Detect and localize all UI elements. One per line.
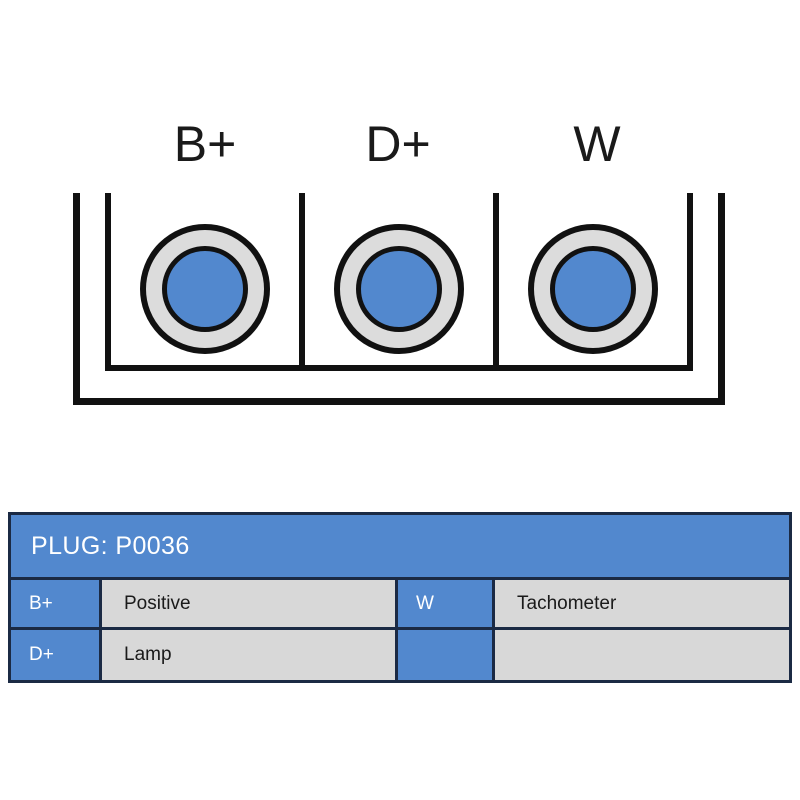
- terminal-core-b-plus: [162, 246, 248, 332]
- terminal-compartment-b-plus: [111, 193, 299, 365]
- legend-value-empty: [495, 630, 789, 680]
- legend-value-b-plus: Positive: [102, 580, 398, 627]
- legend-value-w: Tachometer: [495, 580, 789, 627]
- terminal-ring-d-plus: [334, 224, 464, 354]
- pin-label-w: W: [573, 116, 621, 172]
- terminal-compartment-w: [493, 193, 687, 365]
- connector-diagram: B+ D+ W: [73, 116, 725, 405]
- terminal-compartment-d-plus: [299, 193, 493, 365]
- terminal-core-w: [550, 246, 636, 332]
- table-row: B+ Positive W Tachometer: [11, 580, 789, 630]
- connector-inner-housing: [105, 193, 693, 371]
- legend-key-b-plus: B+: [11, 580, 102, 627]
- terminal-ring-w: [528, 224, 658, 354]
- legend-key-w: W: [398, 580, 495, 627]
- table-row: D+ Lamp: [11, 630, 789, 680]
- pin-label-d-plus: D+: [365, 116, 431, 172]
- terminal-core-d-plus: [356, 246, 442, 332]
- plug-legend-table: PLUG: P0036 B+ Positive W Tachometer D+ …: [8, 512, 792, 683]
- terminal-ring-b-plus: [140, 224, 270, 354]
- legend-title: PLUG: P0036: [11, 515, 789, 580]
- legend-value-d-plus: Lamp: [102, 630, 398, 680]
- legend-key-d-plus: D+: [11, 630, 102, 680]
- pin-label-b-plus: B+: [173, 116, 237, 172]
- connector-outer-housing: [73, 193, 725, 405]
- legend-key-empty: [398, 630, 495, 680]
